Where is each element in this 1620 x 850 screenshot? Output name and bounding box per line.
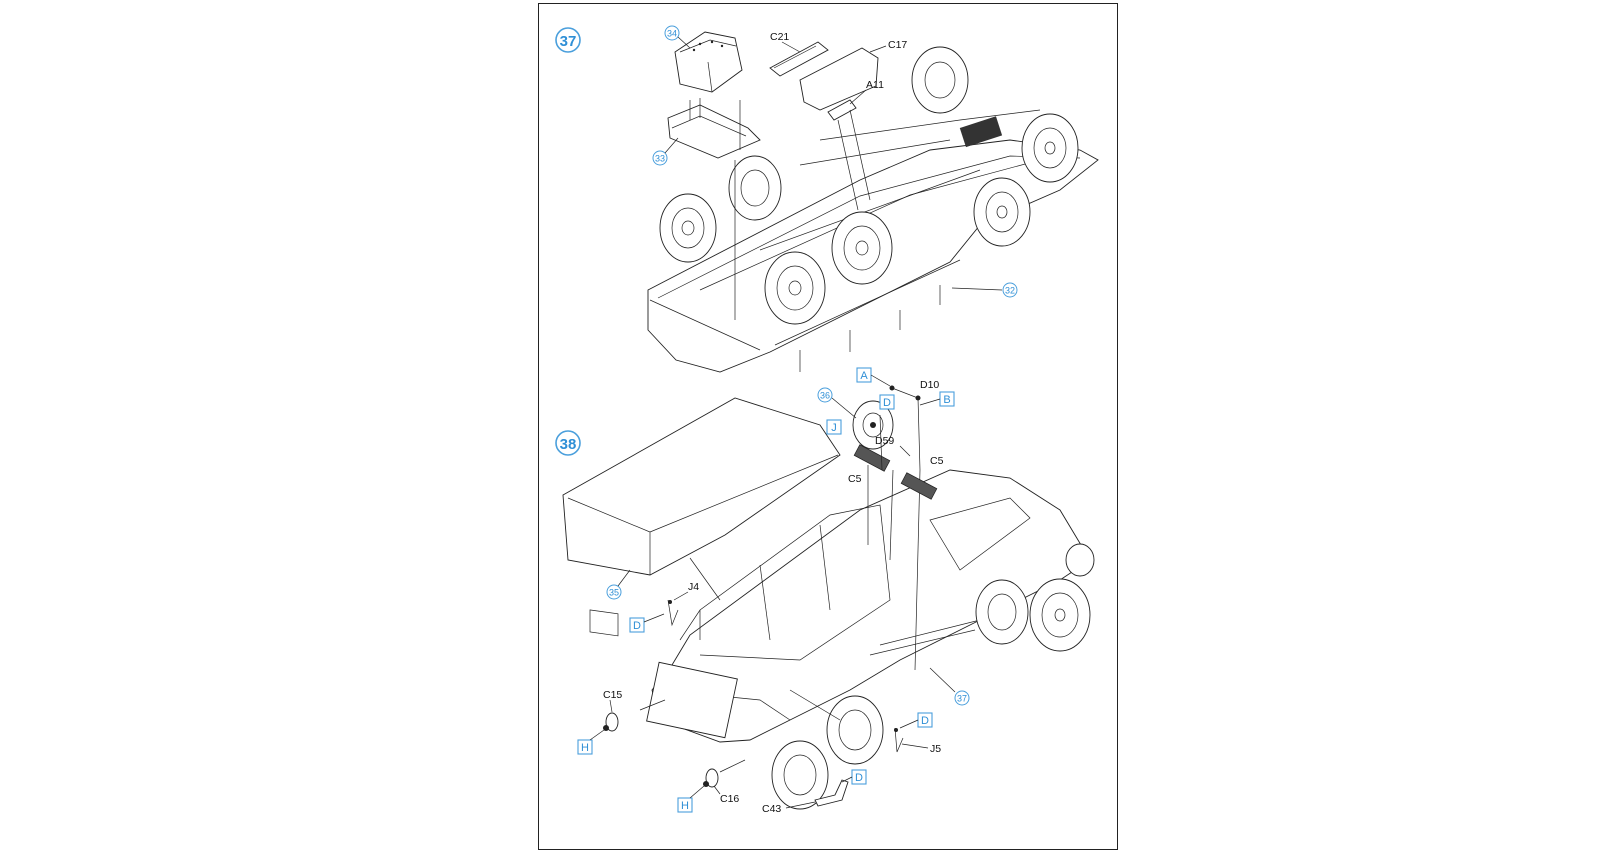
svg-text:D10: D10 [920, 379, 939, 391]
svg-text:J: J [831, 422, 837, 434]
box-a: A [856, 367, 891, 387]
box-d-top: D [879, 394, 895, 410]
svg-text:C15: C15 [603, 689, 622, 701]
part-c21 [769, 41, 829, 77]
label-j4: J4 [673, 581, 699, 601]
wheel-front-middle [728, 155, 782, 221]
part-j4 [667, 599, 679, 627]
svg-text:H: H [581, 742, 589, 754]
part-c15 [603, 712, 619, 732]
label-d59: D59 [875, 435, 911, 457]
label-c16: C16 [713, 785, 739, 805]
wheel-mid-right [831, 211, 893, 285]
box-h-left: H [577, 729, 605, 755]
callout-32: 32 [951, 282, 1018, 298]
step-37-badge: 37 [555, 27, 581, 53]
label-c5-right: C5 [930, 455, 944, 467]
svg-text:A11: A11 [866, 79, 884, 91]
guide-lines-38 [639, 414, 894, 773]
part-c5-left [853, 444, 891, 472]
part-seat-34 [674, 31, 743, 93]
svg-text:J4: J4 [688, 581, 699, 593]
box-b: B [919, 391, 955, 407]
car-body [646, 469, 1091, 743]
svg-text:C43: C43 [762, 803, 781, 815]
car-wheels [771, 543, 1095, 810]
part-c16 [703, 768, 719, 788]
wheel-rear-top [911, 46, 969, 114]
label-c17: C17 [869, 39, 907, 53]
svg-text:C5: C5 [848, 473, 862, 485]
part-roof-35 [562, 397, 841, 637]
svg-text:C16: C16 [720, 793, 739, 805]
svg-text:32: 32 [1005, 286, 1015, 296]
part-c17 [799, 47, 879, 111]
label-c21: C21 [770, 31, 801, 53]
svg-text:38: 38 [560, 436, 577, 453]
part-j5 [894, 727, 904, 753]
box-d-bottom: D [841, 769, 867, 785]
guide-lines-37 [734, 100, 871, 320]
callout-35: 35 [606, 569, 631, 600]
wheel-rear-right [1021, 113, 1079, 183]
svg-text:C17: C17 [888, 39, 907, 51]
svg-text:B: B [943, 394, 950, 406]
svg-text:36: 36 [820, 391, 830, 401]
label-j5: J5 [901, 743, 941, 755]
box-d-left: D [629, 613, 665, 633]
callout-34: 34 [664, 25, 691, 49]
svg-text:37: 37 [957, 694, 967, 704]
svg-text:D: D [855, 772, 863, 784]
wheel-mid-left [764, 251, 826, 325]
wheel-spare-side [973, 177, 1031, 247]
label-c43: C43 [762, 801, 816, 815]
box-j: J [826, 419, 842, 435]
callout-37: 37 [929, 667, 970, 706]
svg-text:35: 35 [609, 588, 619, 598]
label-a11: A11 [849, 79, 884, 105]
label-c5-left: C5 [848, 473, 862, 485]
svg-text:A: A [860, 370, 868, 382]
svg-text:D: D [921, 715, 929, 727]
callout-36: 36 [817, 387, 857, 419]
svg-text:H: H [681, 800, 689, 812]
box-d-right: D [899, 712, 933, 729]
wheel-front-left [659, 193, 717, 263]
svg-text:C5: C5 [930, 455, 944, 467]
svg-text:D: D [883, 397, 891, 409]
label-d10: D10 [920, 379, 939, 391]
part-c5-right [900, 472, 938, 500]
svg-text:33: 33 [655, 154, 665, 164]
part-spare-wheel-36 [852, 400, 894, 450]
step-38-badge: 38 [555, 430, 581, 456]
svg-text:37: 37 [560, 33, 577, 50]
svg-text:D59: D59 [875, 435, 894, 447]
callout-33: 33 [652, 137, 679, 166]
svg-text:J5: J5 [930, 743, 941, 755]
box-h-bottom: H [677, 785, 705, 813]
svg-text:D: D [633, 620, 641, 632]
label-c15: C15 [603, 689, 622, 713]
part-bracket-33 [667, 98, 761, 159]
part-a11 [827, 99, 857, 121]
part-c43 [814, 779, 849, 807]
part-d10-rod [889, 385, 921, 671]
svg-text:34: 34 [667, 29, 677, 39]
svg-text:C21: C21 [770, 31, 789, 43]
